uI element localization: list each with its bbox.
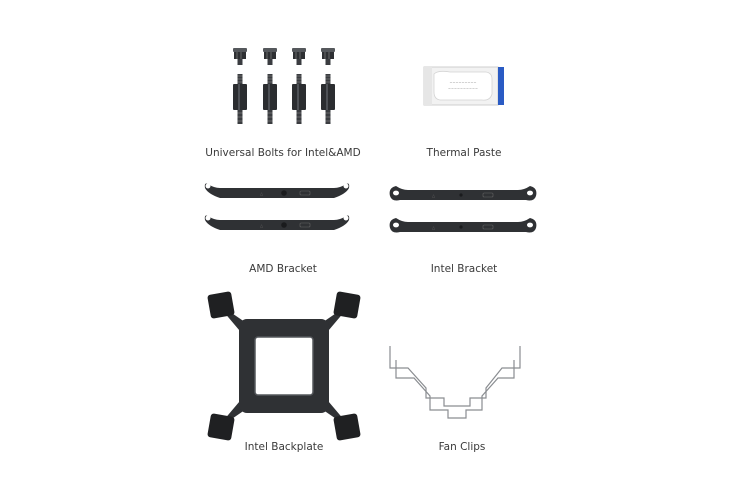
svg-text:~~~~~~~~~: ~~~~~~~~~ (449, 81, 476, 85)
intel-bracket-caption: Intel Bracket (430, 263, 498, 275)
intel-backplate-image (205, 289, 363, 443)
universal-bolts-caption: Universal Bolts for Intel&AMD (205, 147, 361, 159)
amd-bracket-caption: AMD Bracket (249, 263, 317, 275)
intel-backplate-caption: Intel Backplate (244, 441, 324, 453)
thermal-paste-image: ~~~~~~~~~ ~~~~~~~~~~ (420, 64, 506, 110)
svg-text:~~~~~~~~~~: ~~~~~~~~~~ (448, 87, 478, 91)
amd-bracket-image: △ (202, 178, 352, 248)
fan-clips-caption: Fan Clips (438, 441, 486, 453)
intel-bracket-image: △ (388, 180, 538, 250)
thermal-paste-caption: Thermal Paste (426, 147, 502, 159)
fan-clips-image (386, 342, 526, 424)
universal-bolts-image (222, 44, 352, 134)
